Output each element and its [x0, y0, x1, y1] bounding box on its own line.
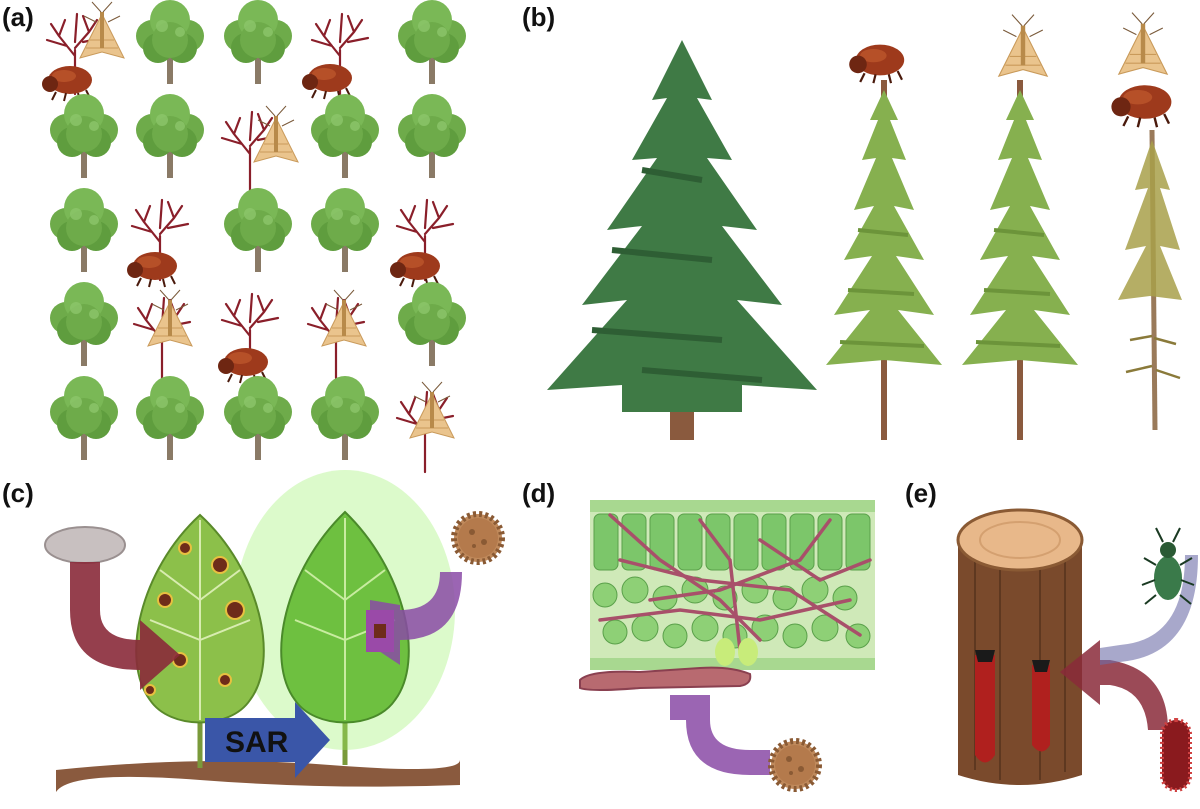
leafy-tree [50, 188, 118, 272]
infection-arrow [1060, 640, 1168, 730]
fungal-hyphae [598, 513, 872, 652]
beetle-arrow [1100, 555, 1198, 665]
fungal-runner [579, 666, 752, 691]
panel-e-stump [956, 508, 1198, 792]
infested-spruce [826, 80, 942, 440]
branch [56, 760, 460, 792]
panel-label-a: (a) [2, 2, 34, 32]
panel-c-sar: SAR [44, 470, 502, 792]
stoma-cell [715, 638, 735, 666]
leafy-tree [311, 376, 379, 460]
tree-ring [979, 521, 1061, 559]
bark-beetle-icon [301, 63, 353, 100]
leafy-tree [224, 0, 292, 84]
panel-label-b: (b) [522, 2, 556, 32]
lower-epidermis [590, 658, 875, 670]
bark-beetle-icon [848, 43, 906, 85]
leafy-tree [398, 94, 466, 178]
lesion [374, 624, 386, 638]
stump-top [956, 508, 1084, 572]
spore-icon [454, 514, 502, 562]
moth-icon [1118, 12, 1168, 75]
moth-icon [321, 289, 367, 347]
panel-label-d: (d) [522, 478, 556, 508]
leafy-tree [50, 282, 118, 366]
infection-arrow [70, 562, 180, 690]
diseased-leaf [135, 513, 265, 724]
sar-label: SAR [225, 726, 289, 759]
healthy-leaf [280, 510, 410, 724]
leafy-tree [398, 0, 466, 84]
upper-epidermis [590, 500, 875, 512]
moth-icon [409, 381, 455, 439]
moth-icon [79, 1, 125, 59]
defoliated-spruce [962, 80, 1078, 440]
moth-icon [147, 289, 193, 347]
leafy-tree [136, 94, 204, 178]
leafy-tree [50, 376, 118, 460]
green-beetle-icon [1141, 527, 1195, 605]
moth-icon [998, 14, 1048, 77]
leafy-tree [136, 0, 204, 84]
canker-lesion [1032, 665, 1050, 752]
pathogen-arrow [670, 695, 770, 775]
entry-hole [975, 650, 995, 662]
panel-b-spruce-trees [547, 12, 1182, 440]
leafy-tree [398, 282, 466, 366]
panel-a-tree-grid [41, 0, 466, 474]
leaf-stems [197, 720, 348, 768]
spore-icon [771, 741, 819, 789]
canker-lesion [975, 655, 995, 763]
entry-hole [1032, 660, 1050, 672]
leafy-tree [311, 94, 379, 178]
healthy-spruce [547, 40, 817, 440]
panel-d-leaf-tissue [579, 500, 875, 789]
bark-beetle-icon [389, 251, 441, 288]
leafy-tree [136, 376, 204, 460]
leafy-tree [224, 188, 292, 272]
leafy-tree [311, 188, 379, 272]
bacterium-icon [1160, 718, 1192, 792]
dying-spruce [1118, 129, 1182, 431]
avirulent-pathogen-icon [44, 526, 126, 564]
bark-beetle-icon [1110, 83, 1173, 129]
spongy-cells [592, 576, 871, 649]
leafy-tree [224, 376, 292, 460]
stoma-cell [738, 638, 758, 666]
bark-beetle-icon [126, 251, 178, 288]
sar-arrow [205, 702, 330, 778]
panel-label-e: (e) [905, 478, 937, 508]
panel-label-c: (c) [2, 478, 34, 508]
leafy-tree [50, 94, 118, 178]
